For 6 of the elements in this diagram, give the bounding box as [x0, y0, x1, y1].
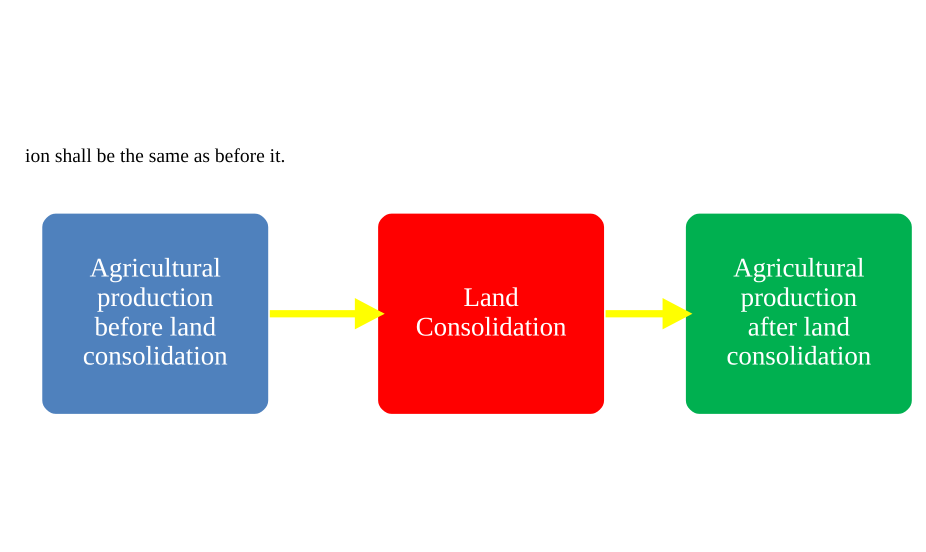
node-box: Agricultural production before land consolidation	[40, 210, 271, 416]
label: ion shall be the same as before it.	[25, 146, 286, 167]
node-box: Land Consolidation	[376, 210, 606, 416]
arrow	[270, 298, 385, 329]
arrow	[606, 298, 692, 329]
node-box: Agricultural production after land consolidation	[683, 210, 914, 416]
